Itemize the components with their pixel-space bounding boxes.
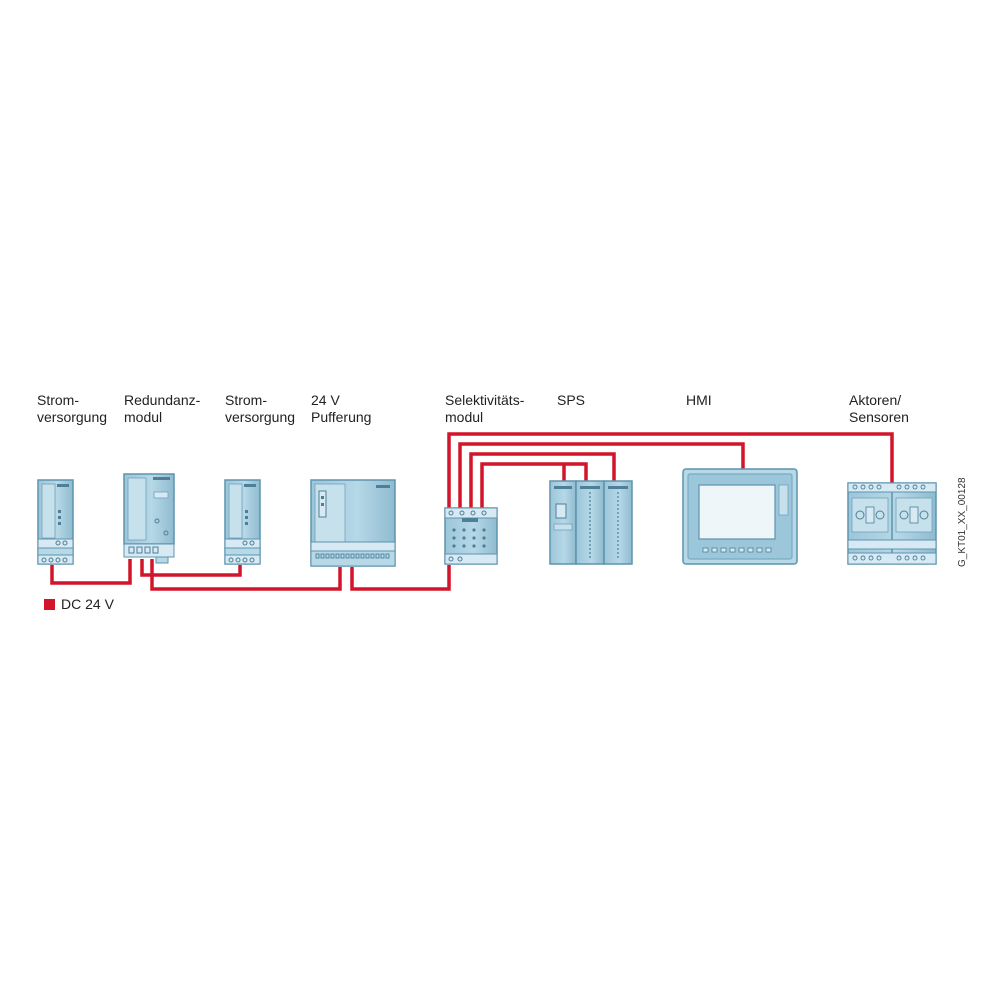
legend-swatch bbox=[44, 598, 55, 610]
label-line: modul bbox=[124, 409, 163, 425]
label-line: Redundanz- bbox=[124, 392, 201, 408]
label-pufferung: 24 V Pufferung bbox=[311, 392, 371, 426]
label-line: Pufferung bbox=[311, 409, 372, 425]
label-stromversorgung-1: Strom- versorgung bbox=[37, 392, 107, 426]
label-line: Strom- bbox=[225, 392, 267, 408]
wire-selectivity-sps-3 bbox=[469, 452, 616, 508]
redundancy-module bbox=[123, 473, 175, 564]
plc-sps bbox=[549, 480, 633, 565]
document-id: G_KT01_XX_00128 bbox=[957, 477, 968, 567]
label-line: SPS bbox=[557, 392, 586, 408]
power-supply-2 bbox=[224, 479, 261, 565]
label-selektivitaetsmodul: Selektivitäts- modul bbox=[445, 392, 524, 426]
label-line: modul bbox=[445, 409, 484, 425]
label-sps: SPS bbox=[557, 392, 585, 409]
wire-buffer-selectivity bbox=[350, 565, 451, 591]
wire-selectivity-sps-2 bbox=[480, 462, 588, 508]
label-line: Selektivitäts- bbox=[445, 392, 525, 408]
label-hmi: HMI bbox=[686, 392, 712, 409]
power-supply-1 bbox=[37, 479, 74, 565]
actuators-sensors bbox=[847, 482, 937, 565]
wire-psu2-redundancy bbox=[140, 559, 242, 577]
buffer-module bbox=[310, 479, 396, 567]
label-line: Strom- bbox=[37, 392, 79, 408]
label-line: 24 V bbox=[311, 392, 340, 408]
label-line: Aktoren/ bbox=[849, 392, 902, 408]
label-stromversorgung-2: Strom- versorgung bbox=[225, 392, 295, 426]
wires bbox=[50, 432, 894, 591]
label-line: versorgung bbox=[225, 409, 296, 425]
label-line: Sensoren bbox=[849, 409, 909, 425]
wire-redundancy-buffer bbox=[150, 559, 342, 591]
label-redundanzmodul: Redundanz- modul bbox=[124, 392, 200, 426]
wire-selectivity-actuators bbox=[447, 432, 894, 508]
wire-selectivity-hmi bbox=[458, 442, 745, 508]
legend-label: DC 24 V bbox=[61, 596, 114, 612]
label-line: versorgung bbox=[37, 409, 108, 425]
selectivity-module bbox=[444, 507, 498, 565]
label-line: HMI bbox=[686, 392, 712, 408]
legend-dc-24v: DC 24 V bbox=[44, 596, 114, 612]
hmi-panel bbox=[682, 468, 798, 565]
wire-psu1-redundancy bbox=[50, 559, 132, 585]
label-aktoren-sensoren: Aktoren/ Sensoren bbox=[849, 392, 909, 426]
